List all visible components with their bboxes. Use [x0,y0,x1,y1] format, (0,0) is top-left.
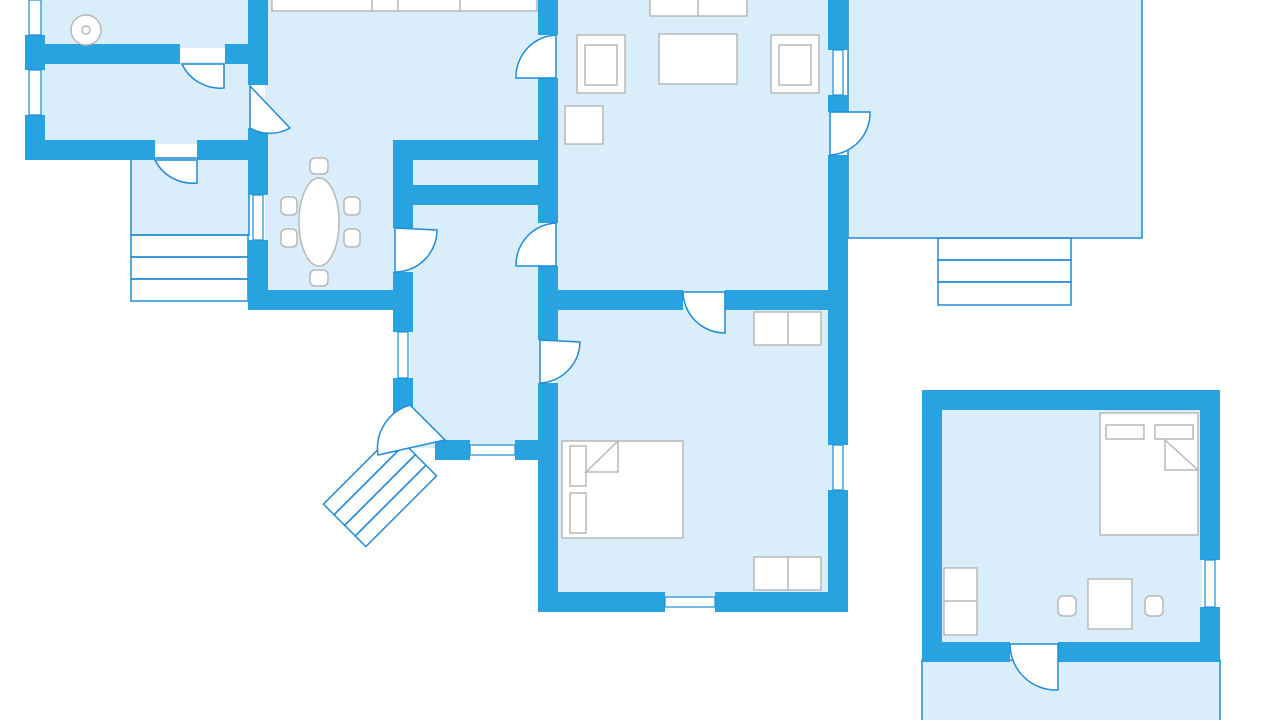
side-table [564,105,604,145]
terrace-right [847,0,1143,239]
dining-table [298,177,340,267]
cabin-porch [921,659,1221,720]
furniture [70,0,1200,636]
stairs-entry [322,432,438,548]
kitchen-counter [271,0,538,12]
windows [28,0,1216,608]
coffee-table [658,33,738,85]
doors [153,34,1059,691]
stairs-left [130,234,249,302]
stairs-right [937,237,1072,306]
cabin-table [1087,578,1133,630]
